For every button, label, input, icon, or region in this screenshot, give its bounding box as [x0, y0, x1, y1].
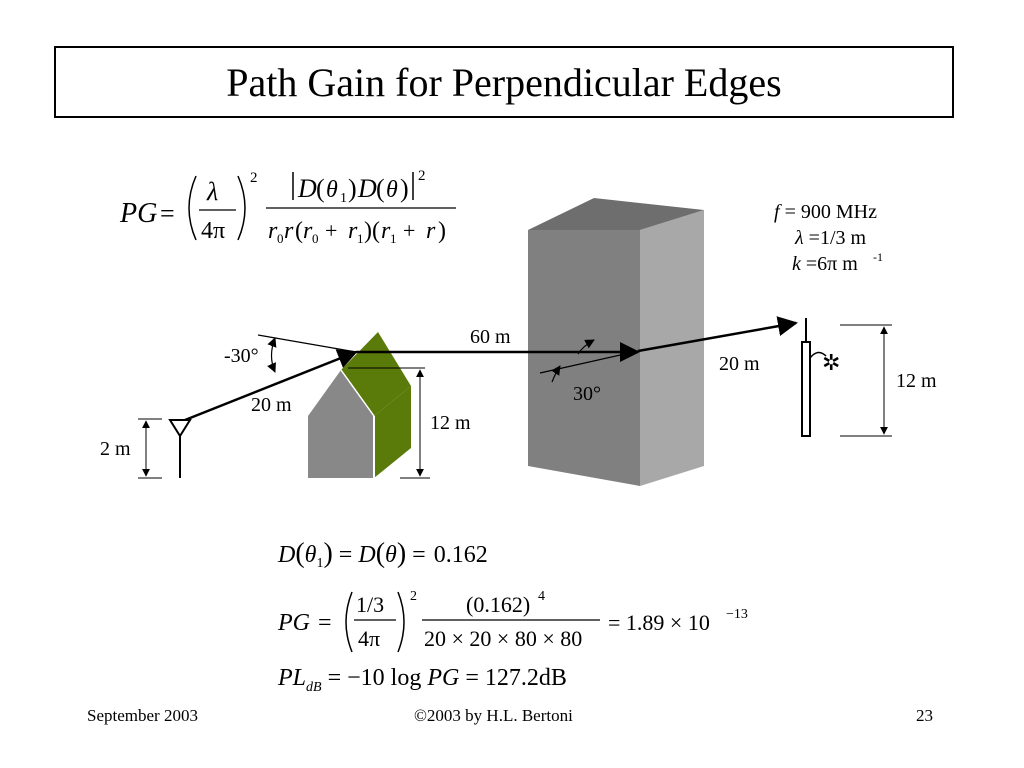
svg-text:+: + [325, 218, 337, 243]
svg-text:): ) [438, 218, 446, 244]
svg-text:): ) [400, 174, 409, 203]
building-side [640, 210, 704, 486]
ray-tx-to-edge [179, 349, 358, 424]
svg-text:=: = [318, 610, 332, 636]
svg-text:4: 4 [538, 589, 545, 604]
calc-result: = 1.89 × 10 [608, 610, 710, 635]
parameters: f = 900 MHz λ =1/3 m k =6π m -1 [774, 201, 883, 275]
svg-text:r: r [348, 218, 358, 244]
svg-text:r: r [284, 218, 294, 244]
num-D1: D [297, 174, 317, 203]
footer-page-number: 23 [916, 706, 933, 725]
paren-left [188, 175, 197, 241]
calc-frac-den: 4π [358, 626, 380, 651]
building-front [528, 230, 640, 486]
calc-line-1: D(θ1)=D(θ)=0.162 [277, 538, 488, 571]
svg-text:(: ( [316, 174, 325, 203]
slide-title: Path Gain for Perpendicular Edges [226, 59, 782, 105]
param-f: f = 900 MHz [774, 201, 877, 223]
num-theta: θ [386, 177, 398, 203]
svg-text:2 m: 2 m [100, 438, 131, 460]
path-gain-formula: PG = λ 4π 2 D ( θ 1 ) D ( θ ) 2 r 0 r ( … [119, 168, 456, 246]
calc-big-num: (0.162) [466, 592, 530, 617]
label-20m-left: 20 m [251, 394, 292, 416]
angle-arc-30-top [577, 339, 595, 355]
svg-text:1: 1 [390, 231, 397, 246]
dim-12m-rx: 12 m [840, 324, 937, 437]
formula-exp2: 2 [250, 170, 258, 186]
building-top [528, 198, 704, 230]
dim-2m: 2 m [100, 418, 162, 479]
label-20m-right: 20 m [719, 353, 760, 375]
receiver-pole [801, 341, 811, 437]
svg-text:r: r [268, 218, 278, 244]
house-gable-wall [308, 370, 374, 478]
tx-antenna [168, 419, 192, 478]
calc-frac-num: 1/3 [356, 592, 384, 617]
label-angle-30: 30° [573, 383, 601, 405]
angle-arc-neg30 [267, 337, 277, 373]
label-60m: 60 m [470, 326, 511, 348]
calculations: D(θ1)=D(θ)=0.162 PG = 1/3 4π 2 (0.162) 4… [277, 538, 748, 695]
svg-text:)(: )( [364, 218, 380, 244]
rx-receiver: ✲ [801, 318, 840, 437]
title-box: Path Gain for Perpendicular Edges [54, 46, 954, 118]
antenna-icon [168, 419, 192, 438]
svg-text:1: 1 [357, 231, 364, 246]
house-side-wall [374, 386, 411, 478]
svg-text:+: + [403, 218, 415, 243]
svg-text:12 m: 12 m [430, 412, 471, 434]
formula-lambda: λ [206, 177, 218, 206]
param-lambda: λ =1/3 m [794, 227, 867, 249]
param-k: k =6π m [792, 253, 858, 275]
formula-pg: PG [119, 198, 157, 229]
num-theta1: θ [326, 177, 338, 203]
sun-icon: ✲ [822, 350, 840, 375]
dim-12m-house: 12 m [416, 369, 471, 477]
num-D2: D [357, 174, 377, 203]
svg-text:r: r [303, 218, 313, 244]
svg-text:12 m: 12 m [896, 370, 937, 392]
house [308, 332, 411, 478]
calc-pg: PG [277, 610, 310, 636]
paren-right [237, 175, 246, 241]
tall-building [528, 198, 704, 486]
ray-building-to-rx [637, 316, 798, 353]
footer-date: September 2003 [87, 706, 198, 725]
svg-text:−13: −13 [726, 607, 748, 622]
svg-text:r: r [426, 218, 436, 244]
svg-text:2: 2 [410, 589, 417, 604]
svg-text:(: ( [376, 174, 385, 203]
svg-text:(: ( [295, 218, 303, 244]
param-k-exp: -1 [873, 250, 883, 264]
angle-arc-30-bottom [551, 365, 561, 383]
svg-text:0: 0 [312, 231, 319, 246]
svg-text:): ) [348, 174, 357, 203]
svg-text:1: 1 [340, 191, 347, 206]
svg-text:0: 0 [277, 231, 284, 246]
footer-copyright: ©2003 by H.L. Bertoni [414, 706, 573, 725]
svg-text:2: 2 [418, 168, 426, 184]
svg-text:r: r [381, 218, 391, 244]
calc-big-den: 20 × 20 × 80 × 80 [424, 626, 582, 651]
label-angle-neg30: -30° [224, 345, 259, 367]
formula-4pi: 4π [201, 218, 225, 244]
formula-eq: = [160, 199, 175, 228]
